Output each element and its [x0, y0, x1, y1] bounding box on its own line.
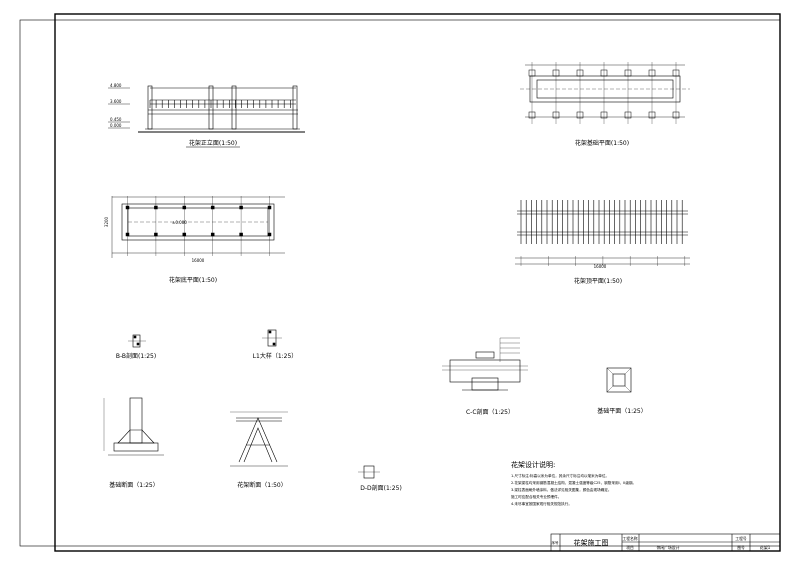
- front-elevation-drawing: [138, 85, 305, 133]
- elevation-rafters: [149, 100, 291, 108]
- bottom-plan-posts: [125, 196, 272, 256]
- section-bb-drawing: [128, 334, 146, 348]
- bottom-floor-mark: ±0.000: [172, 220, 187, 225]
- level-zero: 0.000: [110, 123, 122, 128]
- foundation-plan-drawing: [520, 64, 690, 118]
- label-section-dd: D-D剖面(1:25): [360, 484, 402, 492]
- top-plan-rafters: [520, 200, 685, 266]
- bottom-plan-drawing: [111, 196, 285, 258]
- notes-line-5: 4.未尽事宜按国家现行相关规范执行。: [511, 501, 572, 506]
- foundation-plan-detail-drawing: [606, 367, 632, 393]
- label-section-bb: B-B剖面(1:25): [116, 352, 156, 360]
- title-block-sheet-no: 花架1: [760, 544, 771, 550]
- level-top: 4.800: [110, 83, 122, 88]
- title-block-drawing-title: 花架施工图: [574, 538, 609, 547]
- title-block: [550, 533, 781, 552]
- section-dd-drawing: [358, 465, 380, 479]
- notes-line-3: 3.梁柱表面刷外墙涂料，做法详见相关图集，颜色由现场确定。: [511, 487, 611, 492]
- inner-frame: [54, 13, 781, 552]
- title-block-no-label: 序号: [552, 540, 560, 545]
- label-detail-l1: L1大样（1:25）: [253, 352, 298, 360]
- trellis-section-drawing: [230, 411, 288, 467]
- title-block-sheet-label: 图号: [737, 545, 745, 550]
- level-beam: 3.600: [110, 99, 122, 104]
- label-front-elevation: 花架正立面(1:50): [189, 139, 237, 147]
- level-base: 0.450: [110, 117, 122, 122]
- foundation-posts: [528, 62, 680, 124]
- notes-line-1: 1.尺寸标注:标高以米为单位，其余尺寸标注均以毫米为单位。: [511, 473, 609, 478]
- title-block-project-name-label: 工程名称: [622, 536, 637, 541]
- notes-line-2: 2.花架梁柱均采用钢筋混凝土结构，混凝土强度等级C25，钢筋采用I、II级钢。: [511, 480, 636, 485]
- title-block-number-label: 工程号: [735, 536, 747, 541]
- title-block-project-label: 项目: [626, 545, 634, 550]
- label-bottom-plan: 花架底平面(1:50): [169, 276, 217, 284]
- elevation-level-marks: [108, 87, 130, 129]
- bottom-depth-dim: 3200: [104, 216, 109, 227]
- foundation-section-drawing: [103, 397, 164, 456]
- label-top-plan: 花架顶平面(1:50): [574, 277, 622, 285]
- notes-title: 花架设计说明:: [511, 460, 555, 469]
- top-overall-dim: 16000: [594, 264, 607, 269]
- detail-l1-drawing: [262, 329, 282, 347]
- title-block-project-name: 休闲广场设计: [657, 545, 680, 550]
- label-foundation-plan: 花架基础平面(1:50): [575, 139, 629, 147]
- outer-border: [19, 19, 781, 547]
- label-section-cc: C-C剖面（1:25）: [466, 408, 514, 416]
- top-plan-drawing: [515, 210, 690, 265]
- label-trellis-section: 花架断面（1:50）: [237, 481, 286, 489]
- notes-line-4: 施工时应配合相关专业预埋件。: [511, 494, 561, 499]
- section-cc-drawing: [442, 337, 528, 391]
- bottom-overall-dim: 16000: [192, 258, 205, 263]
- label-foundation-section: 基础断面（1:25）: [109, 481, 158, 489]
- label-foundation-plan-detail: 基础平面（1:25）: [597, 407, 646, 415]
